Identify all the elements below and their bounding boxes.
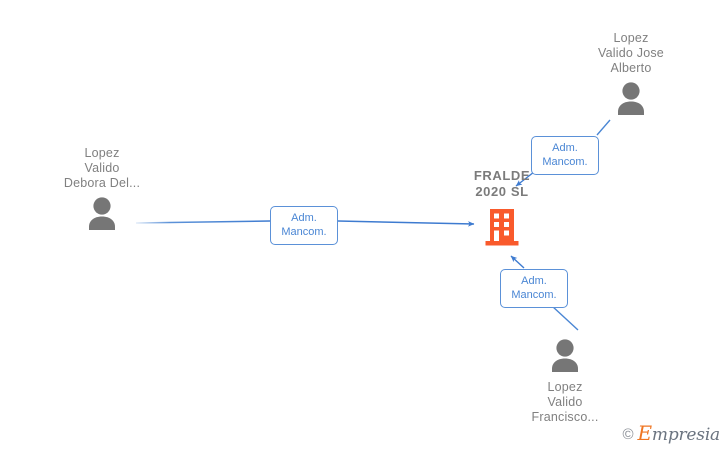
person-node-jose-alberto[interactable]: Lopez Valido Jose Alberto: [556, 31, 706, 120]
edge-francisco: [551, 305, 579, 331]
person-name-label: Lopez Valido Francisco...: [531, 380, 599, 424]
edge-debora-del: [135, 220, 271, 224]
edge-debora-del-tail: [337, 220, 475, 227]
edge-jose-alberto-tail: [515, 171, 535, 187]
edge-label-debora-del[interactable]: Adm. Mancom.: [270, 206, 338, 245]
edge-label-jose-alberto[interactable]: Adm. Mancom.: [531, 136, 599, 175]
person-icon: [84, 196, 120, 235]
person-name-label: Lopez Valido Jose Alberto: [598, 31, 664, 75]
empresia-logo: Empresia: [638, 423, 721, 445]
edge-jose-alberto: [596, 119, 611, 136]
person-icon: [613, 81, 649, 120]
person-name-label: Lopez Valido Debora Del...: [63, 146, 141, 190]
company-node[interactable]: FRALDE 2020 SL: [427, 168, 577, 252]
person-icon: [547, 338, 583, 377]
person-node-francisco[interactable]: Lopez Valido Francisco...: [490, 333, 640, 425]
empresia-logo-initial: E: [637, 421, 653, 445]
empresia-watermark: © Empresia: [622, 423, 721, 445]
empresia-logo-rest: mpresia: [651, 425, 720, 445]
building-icon: [485, 207, 519, 252]
edge-label-francisco[interactable]: Adm. Mancom.: [500, 269, 568, 308]
copyright-symbol: ©: [622, 426, 634, 443]
edge-francisco-tail: [510, 255, 525, 269]
person-node-debora-del[interactable]: Lopez Valido Debora Del...: [27, 146, 177, 235]
company-name-label: FRALDE 2020 SL: [473, 168, 531, 199]
